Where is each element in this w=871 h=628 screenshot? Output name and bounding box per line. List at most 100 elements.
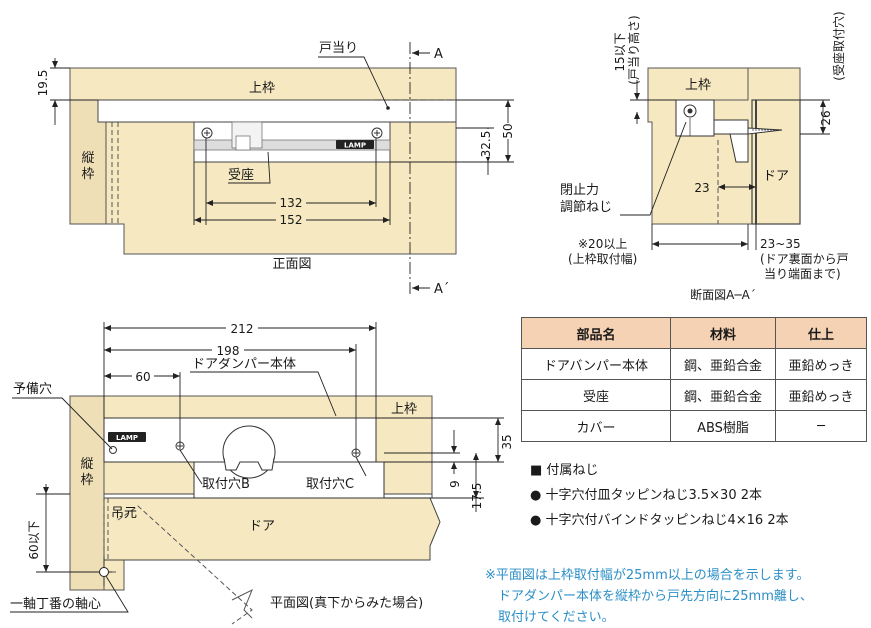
range-line3: 当り端面まで)	[764, 267, 841, 281]
plan-side-frame-label-2: 枠	[80, 473, 93, 488]
dim-60-bg	[132, 368, 154, 384]
dim-212: 212	[231, 322, 254, 336]
plan-title: 平面図(真下からみた場合)	[270, 596, 423, 611]
section-door	[751, 99, 801, 225]
hinge-axis-leader	[10, 575, 129, 613]
front-side-frame-label-2: 枠	[81, 167, 94, 182]
front-bracket-detail	[235, 135, 251, 151]
footnote-line: ドアダンパー本体を縦枠から戸先方向に25mm離し、	[498, 589, 813, 604]
cell-finish: ─	[775, 410, 867, 442]
closing-screw-line1: 閉止力	[560, 183, 599, 198]
dim-17-5: 17.5	[470, 483, 484, 510]
hinge-axis-icon	[99, 567, 109, 577]
table-row: 受座 鋼、亜鉛合金 亜鉛めっき	[521, 379, 867, 411]
range-line2: (ドア裏面から戸	[760, 251, 849, 266]
front-damper-body	[97, 99, 457, 123]
dim-35: 35	[500, 434, 514, 449]
table-row: カバー ABS樹脂 ─	[521, 410, 867, 442]
cell-material: ABS樹脂	[670, 410, 776, 442]
plan-side-frame	[69, 395, 105, 591]
front-view-title: 正面図	[272, 257, 311, 272]
plan-logo-plate	[108, 432, 146, 442]
accessory-item: ● 十字穴付バインドタッピンねじ4×16 2本	[530, 513, 789, 528]
front-screw-left-cross	[204, 130, 210, 136]
dim-50-bg	[500, 123, 516, 139]
plan-break-mark	[231, 588, 253, 619]
front-strike-plate-band	[193, 139, 391, 151]
dim-23: 23	[694, 181, 709, 195]
section-view: 上枠 ドア 15以下 (戸当り高さ) 26 (受座取付穴) 閉止力 調節ねじ 2…	[560, 11, 849, 302]
hinge-axis-label: 一軸丁番の軸心	[10, 597, 101, 612]
range-line1: 23~35	[760, 237, 801, 251]
min20-line1: ※20以上	[578, 237, 627, 251]
hole-c-label: 取付穴C	[306, 477, 354, 492]
accessory-title: ■ 付属ねじ	[530, 463, 599, 478]
section-arm	[713, 119, 749, 135]
front-top-frame-label: 上枠	[249, 81, 275, 96]
table-row: ドアバンパー本体 鋼、亜鉛合金 亜鉛めっき	[521, 348, 867, 380]
plan-door-label: ドア	[249, 519, 275, 534]
dim-152: 152	[280, 213, 303, 227]
section-top-frame-label: 上枠	[685, 78, 711, 93]
cell-part: ドアバンパー本体	[521, 348, 671, 380]
strike-plate-label: 受座	[228, 168, 254, 183]
footnote-line: ※平面図は上枠取付幅が25mm以上の場合を示します。	[485, 568, 810, 583]
spare-hole-label: 予備穴	[13, 381, 52, 397]
strike-leader	[228, 151, 271, 184]
accessory-item: ● 十字穴付皿タッピンねじ3.5×30 2本	[530, 488, 762, 503]
header-part-name: 部品名	[521, 317, 671, 349]
stop-leader-dot	[386, 106, 390, 110]
dim-152-bg	[276, 212, 306, 227]
dim-60: 60	[135, 370, 150, 384]
section-label-a2: A´	[434, 282, 449, 297]
parts-table: 部品名 材料 仕上 ドアバンパー本体 鋼、亜鉛合金 亜鉛めっき 受座 鋼、亜鉛合…	[521, 317, 867, 442]
dim-212-bg	[226, 320, 258, 336]
front-screw-right-cross	[374, 130, 380, 136]
hole-c-leader	[355, 456, 367, 477]
cell-finish: 亜鉛めっき	[775, 348, 867, 380]
section-label-a: A	[434, 47, 443, 62]
dim-32-5-bg	[478, 129, 494, 157]
section-door-label: ドア	[763, 169, 789, 184]
front-side-frame-label-1: 縦	[81, 151, 94, 166]
dim-26-line1: 26	[819, 110, 833, 125]
front-view: LAMP 上枠 縦 枠 正面図 戸当り 受座 A A´ 19.5 50	[36, 41, 516, 297]
cell-finish: 亜鉛めっき	[775, 379, 867, 411]
section-screw-core	[687, 108, 693, 114]
header-finish: 仕上	[775, 317, 867, 349]
plan-logo: LAMP	[116, 434, 138, 442]
dim-9: 9	[448, 480, 462, 488]
min20-line2: (上枠取付幅)	[568, 251, 637, 266]
header-material: 材料	[670, 317, 776, 349]
hole-b-leader	[179, 449, 203, 485]
cell-material: 鋼、亜鉛合金	[670, 348, 776, 380]
footnote-line: 取付けてください。	[498, 610, 615, 625]
dim-198: 198	[217, 344, 240, 358]
dim-60-below: 60以下	[27, 520, 41, 559]
plan-side-frame-label-1: 縦	[80, 457, 93, 472]
plan-open-door	[117, 505, 253, 625]
section-strike	[729, 133, 749, 163]
dim-132: 132	[280, 196, 303, 210]
dim-50: 50	[501, 123, 515, 138]
dim-15-line2: (戸当り高さ)	[626, 15, 641, 84]
closing-screw-line2: 調節ねじ	[560, 200, 612, 215]
dim-132-bg	[276, 195, 306, 210]
dim-26-line2: (受座取付穴)	[831, 11, 846, 80]
hinge-side-label: 吊元	[111, 506, 137, 521]
closing-screw-leader	[620, 121, 687, 216]
front-logo-plate	[336, 140, 374, 149]
section-title: 断面図A─A´	[690, 287, 756, 302]
stop-leader	[318, 56, 389, 109]
section-screw-icon	[747, 127, 783, 135]
cell-material: 鋼、亜鉛合金	[670, 379, 776, 411]
hole-b-label: 取付穴B	[202, 477, 250, 492]
body-leader	[190, 371, 337, 417]
plan-top-frame-label: 上枠	[391, 402, 417, 417]
spare-hole-leader	[12, 397, 113, 450]
dim-198-bg	[212, 342, 244, 358]
body-label: ドアダンパー本体	[192, 357, 296, 372]
dim-19-5: 19.5	[36, 70, 50, 97]
footnote: ※平面図は上枠取付幅が25mm以上の場合を示します。 ドアダンパー本体を縦枠から…	[485, 565, 813, 628]
